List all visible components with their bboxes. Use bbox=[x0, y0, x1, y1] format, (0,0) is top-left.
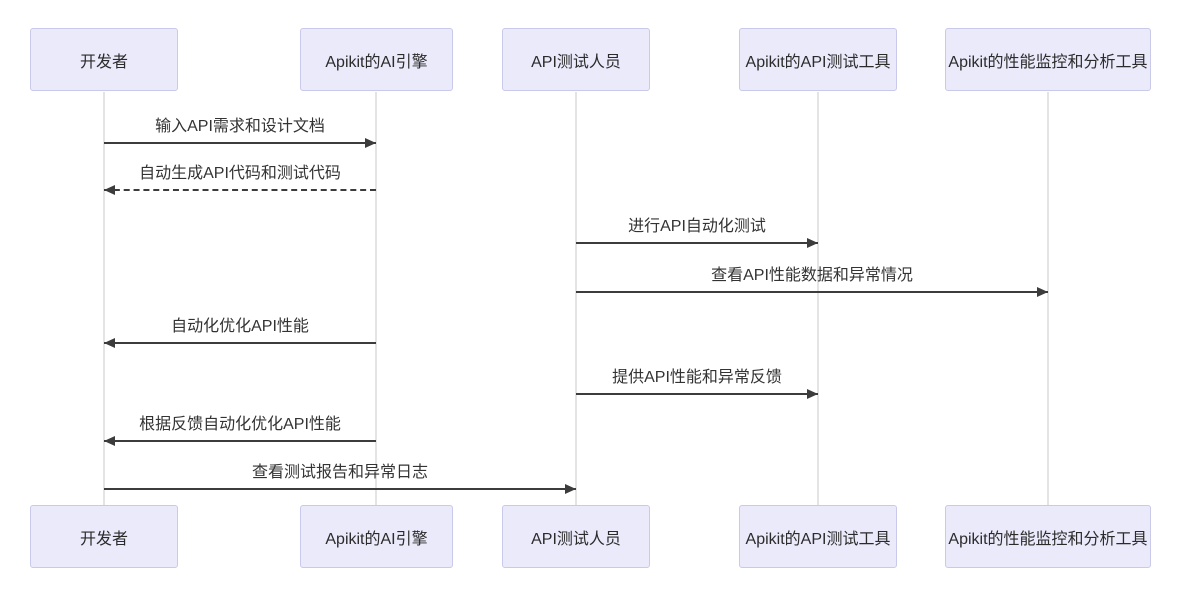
message-label: 提供API性能和异常反馈 bbox=[612, 369, 782, 386]
lifeline-perf-monitor-tool bbox=[1047, 92, 1049, 505]
actor-label: Apikit的API测试工具 bbox=[745, 53, 891, 71]
arrowhead-icon bbox=[104, 436, 115, 446]
arrowhead-icon bbox=[104, 185, 115, 195]
actor-perf-monitor-tool-bottom: Apikit的性能监控和分析工具 bbox=[945, 505, 1151, 568]
arrowhead-icon bbox=[807, 238, 818, 248]
message-line bbox=[104, 189, 376, 191]
message-line bbox=[104, 488, 576, 490]
actor-api-test-tool-bottom: Apikit的API测试工具 bbox=[739, 505, 897, 568]
actor-label: Apikit的性能监控和分析工具 bbox=[948, 53, 1148, 71]
lifeline-developer bbox=[103, 92, 105, 505]
message-line bbox=[104, 142, 376, 144]
message-line bbox=[576, 393, 818, 395]
actor-label: 开发者 bbox=[79, 530, 128, 548]
actor-developer-bottom: 开发者 bbox=[30, 505, 178, 568]
arrowhead-icon bbox=[807, 389, 818, 399]
actor-api-tester-top: API测试人员 bbox=[502, 28, 650, 91]
actor-developer-top: 开发者 bbox=[30, 28, 178, 91]
message-label: 查看测试报告和异常日志 bbox=[251, 464, 429, 481]
actor-label: 开发者 bbox=[79, 53, 128, 71]
arrowhead-icon bbox=[565, 484, 576, 494]
actor-ai-engine-top: Apikit的AI引擎 bbox=[300, 28, 453, 91]
message-line bbox=[104, 342, 376, 344]
message-line bbox=[576, 291, 1048, 293]
arrowhead-icon bbox=[1037, 287, 1048, 297]
message-label: 查看API性能数据和异常情况 bbox=[711, 267, 913, 284]
message-label: 自动化优化API性能 bbox=[171, 318, 309, 335]
actor-label: API测试人员 bbox=[531, 53, 621, 71]
message-line bbox=[576, 242, 818, 244]
actor-label: Apikit的AI引擎 bbox=[325, 53, 428, 71]
message-line bbox=[104, 440, 376, 442]
lifeline-api-test-tool bbox=[817, 92, 819, 505]
message-label: 输入API需求和设计文档 bbox=[155, 118, 325, 135]
message-label: 自动生成API代码和测试代码 bbox=[139, 165, 341, 182]
message-label: 根据反馈自动化优化API性能 bbox=[139, 416, 341, 433]
arrowhead-icon bbox=[365, 138, 376, 148]
lifeline-api-tester bbox=[575, 92, 577, 505]
actor-label: Apikit的API测试工具 bbox=[745, 530, 891, 548]
actor-perf-monitor-tool-top: Apikit的性能监控和分析工具 bbox=[945, 28, 1151, 91]
actor-label: API测试人员 bbox=[531, 530, 621, 548]
actor-api-test-tool-top: Apikit的API测试工具 bbox=[739, 28, 897, 91]
lifeline-ai-engine bbox=[375, 92, 377, 505]
message-label: 进行API自动化测试 bbox=[628, 218, 766, 235]
actor-api-tester-bottom: API测试人员 bbox=[502, 505, 650, 568]
actor-ai-engine-bottom: Apikit的AI引擎 bbox=[300, 505, 453, 568]
actor-label: Apikit的性能监控和分析工具 bbox=[948, 530, 1148, 548]
arrowhead-icon bbox=[104, 338, 115, 348]
actor-label: Apikit的AI引擎 bbox=[325, 530, 428, 548]
